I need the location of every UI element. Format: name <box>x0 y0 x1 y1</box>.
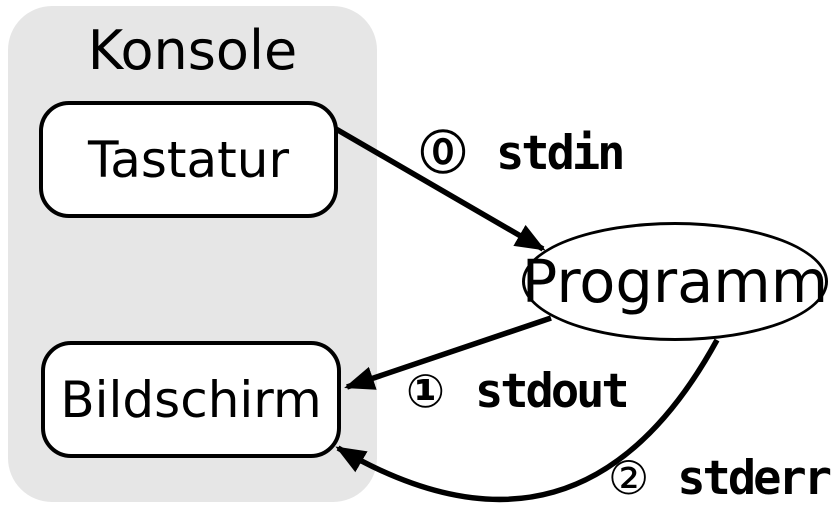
konsole-group-title: Konsole <box>87 19 298 82</box>
stdin-fd-badge: ⓪ <box>420 126 466 180</box>
node-bildschirm: Bildschirm <box>41 341 341 458</box>
node-programm: Programm <box>522 222 828 341</box>
edge-stderr-label: ② stderr <box>608 451 832 506</box>
stdin-label-text: stdin <box>496 126 625 181</box>
edge-stdin-label: ⓪ stdin <box>420 126 625 181</box>
stderr-label-text: stderr <box>677 451 832 506</box>
node-tastatur: Tastatur <box>39 101 338 218</box>
node-programm-label: Programm <box>521 247 829 316</box>
node-tastatur-label: Tastatur <box>87 130 290 189</box>
stdout-fd-badge: ① <box>406 364 445 418</box>
node-bildschirm-label: Bildschirm <box>60 370 322 429</box>
stderr-fd-badge: ② <box>608 451 650 505</box>
edge-stdout-label: ① stdout <box>406 364 630 419</box>
stdout-label-text: stdout <box>474 364 630 419</box>
